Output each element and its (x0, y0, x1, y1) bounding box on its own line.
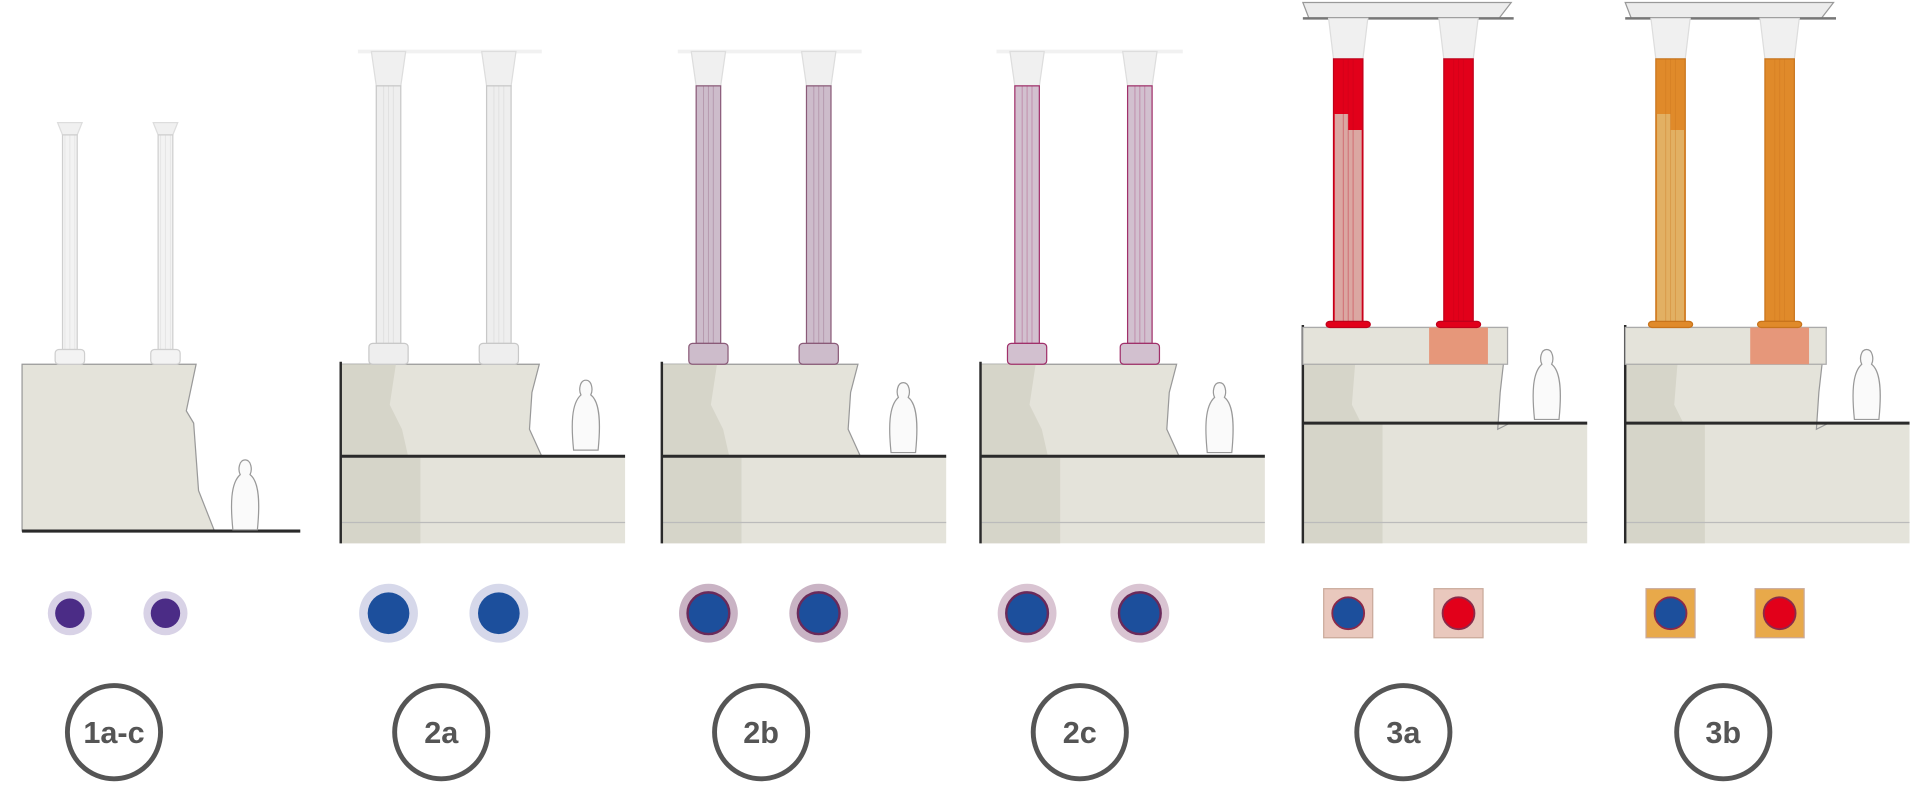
statue-figure (1205, 382, 1234, 454)
phase-label-ring (1030, 683, 1129, 782)
footprint-core (796, 591, 841, 636)
plinth (1750, 327, 1810, 365)
phase-label-ring (1354, 683, 1453, 782)
column (1006, 50, 1048, 365)
phase-label-ring (1674, 683, 1773, 782)
lower-wall-shade (340, 456, 421, 544)
column-base (1647, 320, 1694, 329)
column (688, 50, 729, 365)
column-shaft-partial (1334, 114, 1362, 322)
phase-panel-2a: 2a (339, 49, 626, 782)
column (150, 122, 181, 365)
footprint-core (150, 598, 181, 628)
column-base (1006, 342, 1048, 365)
column (1119, 50, 1161, 365)
capital (56, 122, 84, 136)
capital (1650, 17, 1691, 60)
phase-label: 2c (1063, 716, 1097, 750)
footprint-core (686, 591, 731, 636)
capital (1121, 50, 1158, 87)
phase-label: 2a (424, 716, 459, 750)
footprint-core (1653, 596, 1688, 631)
footprint-core (1005, 591, 1050, 636)
footprint-core (1117, 591, 1162, 636)
column (1756, 17, 1803, 329)
column-base (478, 342, 520, 365)
column-base (798, 342, 839, 365)
column-shaft-partial (1657, 114, 1685, 322)
capital (480, 50, 517, 87)
wall-block (21, 363, 216, 532)
capital (370, 50, 407, 87)
lower-wall-shade (980, 456, 1061, 544)
column-base (150, 348, 181, 365)
column-base (1435, 320, 1482, 329)
lower-wall-shade (1302, 423, 1383, 544)
column (368, 50, 409, 365)
statue-figure (1852, 348, 1881, 421)
capital (690, 50, 727, 87)
footprint-core (1331, 596, 1366, 631)
column (1435, 17, 1482, 329)
capital (1327, 17, 1369, 60)
lower-wall-shade (1625, 423, 1705, 544)
capital (1009, 50, 1045, 87)
phase-panel-1a-c: 1a-c (21, 122, 301, 782)
column-shaft (485, 85, 512, 345)
column-base (368, 342, 409, 365)
column-shaft (1764, 58, 1795, 322)
lower-wall-shade (661, 456, 742, 544)
statue-figure (230, 459, 260, 531)
capital (152, 122, 179, 136)
upper-wall-shade (661, 364, 730, 457)
entablature (1301, 1, 1513, 20)
phase-label: 1a-c (83, 716, 144, 750)
column-shaft (1014, 85, 1040, 345)
column (54, 122, 86, 365)
footprint-core (55, 598, 85, 628)
phase-label-ring (64, 683, 164, 782)
statue-figure (571, 379, 601, 451)
statue-figure (889, 382, 918, 454)
column-shaft (1126, 85, 1153, 345)
phase-label: 2b (743, 716, 779, 750)
phase-label-ring (392, 683, 491, 782)
column-base (1119, 342, 1161, 365)
column-base (1325, 320, 1371, 329)
phase-panel-3b: 3b (1623, 1, 1910, 782)
column (478, 50, 520, 365)
entablature (1624, 1, 1835, 20)
footprint-core (1762, 596, 1797, 631)
footprint-core (367, 592, 410, 635)
phase-panel-2b: 2b (660, 49, 947, 782)
capital (800, 50, 837, 87)
column-base (54, 348, 86, 365)
plinth (1429, 327, 1488, 365)
column-base (1756, 320, 1803, 329)
column-base (688, 342, 729, 365)
column (1647, 17, 1694, 329)
upper-wall-shade (980, 364, 1048, 457)
statue-figure (1532, 348, 1561, 421)
upper-wall-shade (340, 364, 409, 457)
phase-label: 3b (1705, 716, 1741, 750)
column-shaft (695, 85, 722, 345)
phase-label-ring (712, 683, 811, 782)
footprint-core (1441, 596, 1476, 631)
phase-panel-2c: 2c (979, 49, 1265, 782)
column (1325, 17, 1371, 329)
column (798, 50, 839, 365)
phase-label: 3a (1386, 716, 1421, 750)
footprint-core (478, 592, 520, 635)
column-shaft (1443, 58, 1474, 322)
capital (1759, 17, 1800, 60)
capital (1438, 17, 1479, 60)
phase-panel-3a: 3a (1301, 1, 1588, 782)
